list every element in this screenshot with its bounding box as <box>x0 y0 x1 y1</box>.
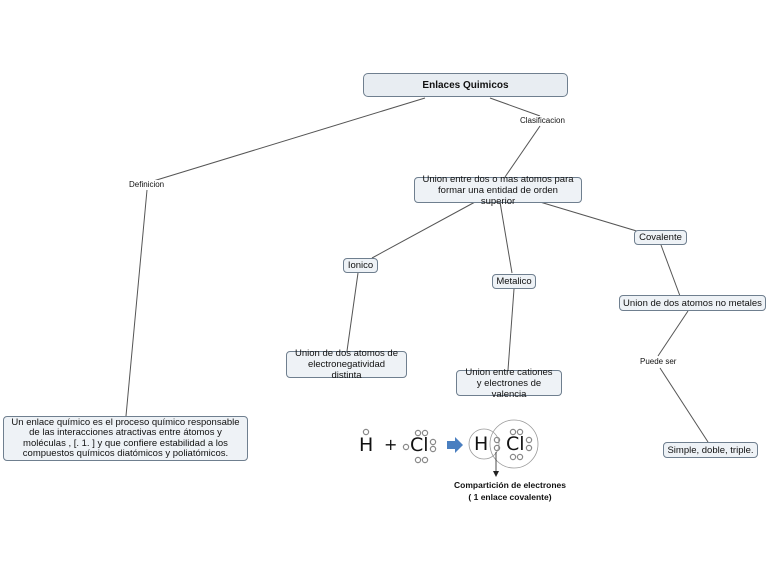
cl-symbol-bonded: Cl <box>506 433 525 455</box>
covalente-node[interactable]: Covalente <box>634 230 687 245</box>
h-symbol: H <box>359 434 374 456</box>
definicion-text-node[interactable]: Un enlace químico es el proceso químico … <box>3 416 248 461</box>
root-label: Enlaces Quimicos <box>422 79 509 91</box>
metalico-desc-label: Union entre cationes y electrones de val… <box>465 366 553 400</box>
union-label: Union entre dos o mas atomos para formar… <box>422 173 574 207</box>
link-label-puede-ser: Puede ser <box>639 357 678 366</box>
ionico-label: Ionico <box>347 260 374 271</box>
cl-orbital-circle <box>489 419 539 469</box>
arrow-icon <box>447 437 463 453</box>
ionico-desc-label: Union de dos atomos de electronegativida… <box>295 348 398 381</box>
ionico-desc-node[interactable]: Union de dos atomos de electronegativida… <box>286 348 407 381</box>
shared-electron-dots <box>493 428 533 461</box>
union-node[interactable]: Union entre dos o mas atomos para formar… <box>414 174 582 207</box>
covalente-label: Covalente <box>639 232 682 243</box>
h-orbital-circle <box>468 428 500 460</box>
lewis-structure-illustration <box>362 419 539 477</box>
cl-electron-dots <box>402 429 437 464</box>
metalico-node[interactable]: Metalico <box>492 274 536 289</box>
covalente-desc-label: Union de dos atomos no metales <box>623 297 762 309</box>
ionico-node[interactable]: Ionico <box>343 258 378 273</box>
link-label-clasificacion: Clasificacion <box>519 116 566 125</box>
definicion-text-label: Un enlace químico es el proceso químico … <box>11 416 240 459</box>
root-node[interactable]: Enlaces Quimicos <box>363 73 568 97</box>
h-electron-dot <box>362 428 370 436</box>
metalico-label: Metalico <box>496 276 532 287</box>
covalente-tipos-node[interactable]: Simple, doble, triple. <box>663 442 758 458</box>
caption-line-2: ( 1 enlace covalente) <box>468 492 552 502</box>
covalente-desc-node[interactable]: Union de dos atomos no metales <box>619 295 766 311</box>
covalente-tipos-label: Simple, doble, triple. <box>667 444 754 456</box>
illustration-caption: Compartición de electrones ( 1 enlace co… <box>440 479 580 503</box>
caption-line-1: Compartición de electrones <box>454 480 566 490</box>
h-symbol-bonded: H <box>474 433 489 455</box>
metalico-desc-node[interactable]: Union entre cationes y electrones de val… <box>456 367 562 400</box>
plus-symbol: + <box>384 435 398 454</box>
link-label-definicion: Definicion <box>128 180 166 189</box>
cl-symbol: Cl <box>410 434 429 456</box>
